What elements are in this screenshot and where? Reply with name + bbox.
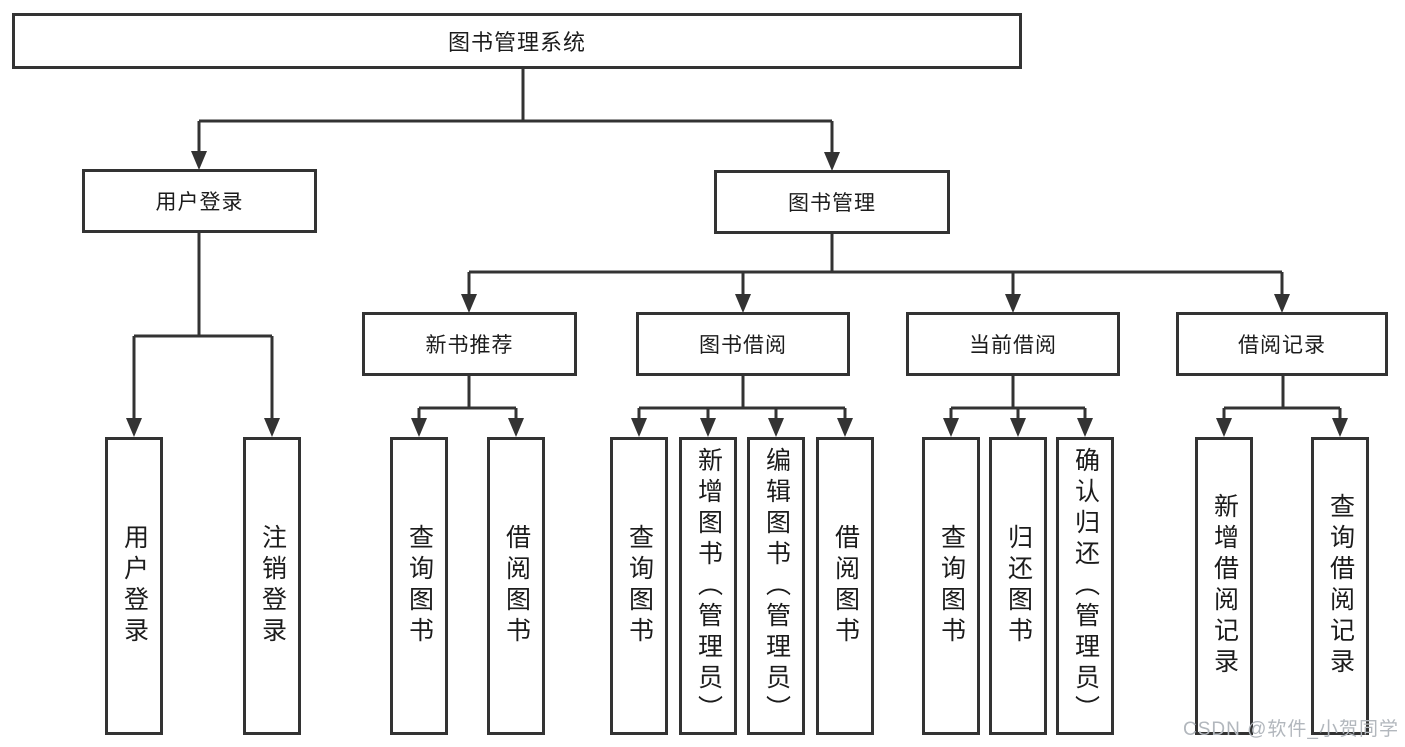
node-leaf-return-books: 归还图书 bbox=[989, 437, 1047, 735]
node-leaf-user-login-label: 用户登录 bbox=[120, 524, 149, 648]
node-leaf-add-borrow-record: 新增借阅记录 bbox=[1195, 437, 1253, 735]
arrowhead-down-icon bbox=[824, 152, 840, 171]
arrowhead-down-icon bbox=[1010, 418, 1026, 437]
node-root-label: 图书管理系统 bbox=[447, 30, 586, 55]
node-leaf-logout-label: 注销登录 bbox=[258, 524, 287, 648]
node-book-management: 图书管理 bbox=[714, 170, 950, 234]
node-book-borrowing-label: 图书借阅 bbox=[699, 334, 787, 357]
arrowhead-down-icon bbox=[1274, 294, 1290, 313]
arrowhead-down-icon bbox=[1005, 294, 1021, 313]
node-leaf-query-books-1-label: 查询图书 bbox=[405, 524, 434, 648]
node-leaf-return-books-label: 归还图书 bbox=[1004, 524, 1033, 648]
node-borrowing-records-label: 借阅记录 bbox=[1238, 334, 1326, 357]
node-borrowing-records: 借阅记录 bbox=[1176, 312, 1388, 376]
arrowhead-down-icon bbox=[631, 418, 647, 437]
node-leaf-query-books-2: 查询图书 bbox=[610, 437, 668, 735]
arrowhead-down-icon bbox=[126, 418, 142, 437]
node-leaf-query-books-3-label: 查询图书 bbox=[937, 524, 966, 648]
arrowhead-down-icon bbox=[461, 294, 477, 313]
node-leaf-edit-books: 编辑图书（管理员） bbox=[747, 437, 805, 735]
node-leaf-user-login: 用户登录 bbox=[105, 437, 163, 735]
node-leaf-borrow-books-1: 借阅图书 bbox=[487, 437, 545, 735]
node-leaf-add-books-label: 新增图书（管理员） bbox=[694, 446, 723, 726]
node-user-login-label: 用户登录 bbox=[155, 191, 244, 214]
node-leaf-borrow-books-2: 借阅图书 bbox=[816, 437, 874, 735]
arrowhead-down-icon bbox=[264, 418, 280, 437]
node-leaf-borrow-books-2-label: 借阅图书 bbox=[831, 524, 860, 648]
node-root: 图书管理系统 bbox=[12, 13, 1022, 69]
node-leaf-logout: 注销登录 bbox=[243, 437, 301, 735]
arrowhead-down-icon bbox=[508, 418, 524, 437]
node-leaf-confirm-return: 确认归还（管理员） bbox=[1056, 437, 1114, 735]
watermark: CSDN @软件_小贺同学 bbox=[1183, 719, 1399, 740]
arrowhead-down-icon bbox=[411, 418, 427, 437]
node-leaf-borrow-books-1-label: 借阅图书 bbox=[502, 524, 531, 648]
node-leaf-edit-books-label: 编辑图书（管理员） bbox=[762, 446, 791, 726]
node-leaf-query-borrow-record: 查询借阅记录 bbox=[1311, 437, 1369, 735]
node-book-borrowing: 图书借阅 bbox=[636, 312, 850, 376]
node-leaf-query-borrow-record-label: 查询借阅记录 bbox=[1326, 493, 1355, 679]
arrowhead-down-icon bbox=[837, 418, 853, 437]
arrowhead-down-icon bbox=[943, 418, 959, 437]
node-new-book-recommend: 新书推荐 bbox=[362, 312, 577, 376]
node-leaf-query-books-3: 查询图书 bbox=[922, 437, 980, 735]
arrowhead-down-icon bbox=[1077, 418, 1093, 437]
node-current-borrowing: 当前借阅 bbox=[906, 312, 1120, 376]
arrowhead-down-icon bbox=[735, 294, 751, 313]
node-leaf-query-books-2-label: 查询图书 bbox=[625, 524, 654, 648]
node-leaf-query-books-1: 查询图书 bbox=[390, 437, 448, 735]
node-user-login: 用户登录 bbox=[82, 169, 317, 233]
arrowhead-down-icon bbox=[700, 418, 716, 437]
arrowhead-down-icon bbox=[1216, 418, 1232, 437]
node-leaf-confirm-return-label: 确认归还（管理员） bbox=[1071, 446, 1100, 726]
arrowhead-down-icon bbox=[1332, 418, 1348, 437]
node-leaf-add-borrow-record-label: 新增借阅记录 bbox=[1210, 493, 1239, 679]
node-leaf-add-books: 新增图书（管理员） bbox=[679, 437, 737, 735]
node-current-borrowing-label: 当前借阅 bbox=[969, 334, 1057, 357]
arrowhead-down-icon bbox=[191, 151, 207, 170]
node-new-book-recommend-label: 新书推荐 bbox=[425, 334, 514, 357]
arrowhead-down-icon bbox=[768, 418, 784, 437]
node-book-management-label: 图书管理 bbox=[788, 192, 876, 215]
